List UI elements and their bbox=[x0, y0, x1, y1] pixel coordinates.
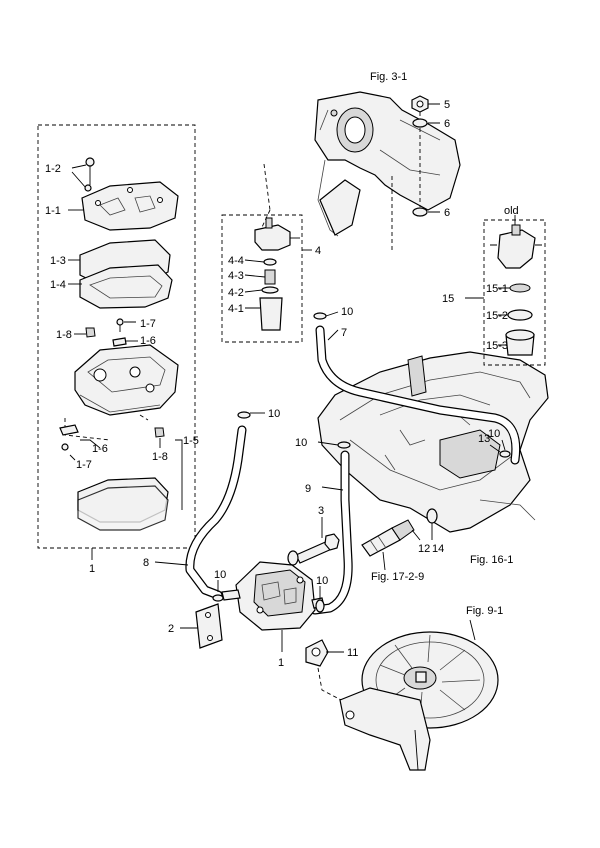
filter-bowl-4-1 bbox=[259, 297, 283, 331]
fig-9-1-label: Fig. 9-1 bbox=[466, 605, 503, 617]
nut-5 bbox=[411, 95, 429, 113]
label-4: 4 bbox=[315, 245, 321, 257]
label-1-group: 1 bbox=[89, 563, 95, 575]
screw-1-7 bbox=[116, 318, 136, 332]
clamp-11 bbox=[305, 639, 329, 667]
label-4-3: 4-3 bbox=[228, 270, 244, 282]
label-14: 14 bbox=[432, 543, 444, 555]
pump-body bbox=[74, 344, 179, 416]
label-15-2: 15-2 bbox=[486, 310, 508, 322]
washer-6-lower bbox=[412, 207, 428, 217]
label-2: 2 bbox=[168, 623, 174, 635]
label-8: 8 bbox=[143, 557, 149, 569]
label-1-8-upper: 1-8 bbox=[56, 329, 72, 341]
mount-bracket bbox=[314, 91, 461, 237]
label-10-pump: 10 bbox=[214, 569, 226, 581]
fig-16-1-label: Fig. 16-1 bbox=[470, 554, 513, 566]
label-1-2: 1-2 bbox=[45, 163, 61, 175]
valve-1-6-lower bbox=[59, 424, 79, 436]
label-10-lower: 10 bbox=[316, 575, 328, 587]
label-10-right: 10 bbox=[488, 428, 500, 440]
screw-1-7-lower bbox=[61, 443, 69, 451]
label-9: 9 bbox=[305, 483, 311, 495]
label-1-7-upper: 1-7 bbox=[140, 318, 156, 330]
seal-15-1 bbox=[509, 283, 531, 293]
label-12: 12 bbox=[418, 543, 430, 555]
label-6-upper: 6 bbox=[444, 118, 450, 130]
fig-17-2-9-label: Fig. 17-2-9 bbox=[371, 571, 424, 583]
screw-1-2 bbox=[71, 157, 95, 192]
pump-cover-1-1 bbox=[81, 181, 179, 231]
label-3: 3 bbox=[318, 505, 324, 517]
fuel-pump-1 bbox=[221, 561, 325, 631]
filter-cap-4-4 bbox=[254, 217, 300, 251]
label-11: 11 bbox=[347, 647, 358, 659]
label-15: 15 bbox=[442, 293, 454, 305]
label-old: old bbox=[504, 205, 519, 217]
label-1-1: 1-1 bbox=[45, 205, 61, 217]
label-6-lower: 6 bbox=[444, 207, 450, 219]
clip-10-right bbox=[499, 450, 511, 458]
ring-4-4 bbox=[263, 258, 277, 266]
label-7: 7 bbox=[341, 327, 347, 339]
label-4-4: 4-4 bbox=[228, 255, 244, 267]
washer-6-upper bbox=[412, 118, 428, 128]
label-15-1: 15-1 bbox=[486, 283, 508, 295]
cap-1-8-lower bbox=[154, 427, 165, 438]
label-1-3: 1-3 bbox=[50, 255, 66, 267]
label-1-pump: 1 bbox=[278, 657, 284, 669]
label-10-left: 10 bbox=[268, 408, 280, 420]
label-1-8-lower: 1-8 bbox=[152, 451, 168, 463]
bracket-2 bbox=[195, 603, 223, 649]
label-1-6-upper: 1-6 bbox=[140, 335, 156, 347]
filter-cap-old bbox=[490, 224, 542, 269]
clip-10-mid bbox=[337, 441, 351, 449]
label-10-mid: 10 bbox=[295, 437, 307, 449]
fig-3-1-label: Fig. 3-1 bbox=[370, 71, 407, 83]
clip-10-pump bbox=[212, 594, 224, 602]
filter-4-box bbox=[221, 214, 303, 343]
hose-8 bbox=[185, 425, 247, 600]
label-5: 5 bbox=[444, 99, 450, 111]
label-1-4: 1-4 bbox=[50, 279, 66, 291]
washer-14 bbox=[426, 508, 438, 524]
label-15-3: 15-3 bbox=[486, 340, 508, 352]
assembly-1-box bbox=[37, 124, 196, 549]
hose-fitting-12 bbox=[361, 519, 415, 557]
label-1-7-lower: 1-7 bbox=[76, 459, 92, 471]
ring-4-2 bbox=[261, 286, 279, 294]
clip-10-top bbox=[313, 312, 327, 320]
label-10-top: 10 bbox=[341, 306, 353, 318]
valve-1-6 bbox=[112, 337, 127, 347]
label-4-2: 4-2 bbox=[228, 287, 244, 299]
label-13: 13 bbox=[478, 433, 490, 445]
clip-10-lower bbox=[315, 599, 325, 613]
filter-15-box bbox=[483, 219, 546, 366]
clip-10-left bbox=[237, 411, 251, 419]
element-4-3 bbox=[264, 269, 276, 285]
bolt-3 bbox=[287, 533, 340, 566]
label-1-6-lower: 1-6 bbox=[92, 443, 108, 455]
hose-9 bbox=[310, 450, 353, 615]
label-4-1: 4-1 bbox=[228, 303, 244, 315]
part-labels: Fig. 3-1 Fig. 16-1 Fig. 17-2-9 Fig. 9-1 … bbox=[45, 71, 519, 669]
label-1-5: 1-5 bbox=[183, 435, 199, 447]
cap-1-8 bbox=[85, 327, 96, 338]
ring-15-2 bbox=[507, 309, 533, 321]
flywheel-cover bbox=[339, 631, 499, 771]
hose-7 bbox=[315, 325, 521, 465]
